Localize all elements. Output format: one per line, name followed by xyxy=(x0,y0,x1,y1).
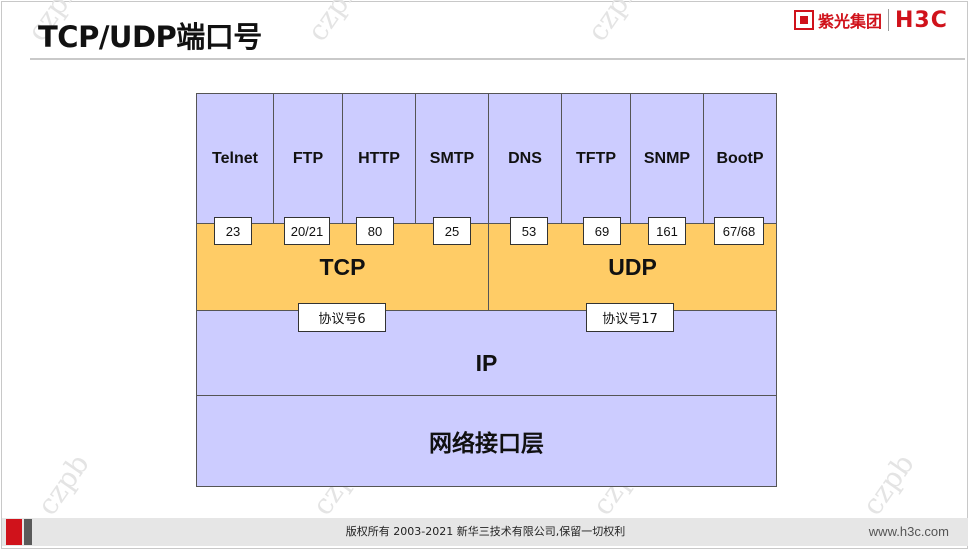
port-box: 53 xyxy=(510,217,548,245)
port-number: 80 xyxy=(367,223,383,239)
app-http: HTTP xyxy=(342,93,416,224)
port-number: 53 xyxy=(521,223,537,239)
app-smtp: SMTP xyxy=(415,93,489,224)
app-label: DNS xyxy=(508,150,542,167)
brand-name-cn: 紫光集团 xyxy=(818,12,883,31)
footer-copyright: 版权所有 2003-2021 新华三技术有限公司,保留一切权利 xyxy=(345,525,626,538)
layer-label: 网络接口层 xyxy=(429,431,544,457)
port-box: 23 xyxy=(214,217,252,245)
protocol-number: 协议号17 xyxy=(602,312,658,327)
port-box: 161 xyxy=(648,217,686,245)
app-label: SNMP xyxy=(643,150,691,167)
logo-divider xyxy=(888,9,890,31)
port-number: 20/21 xyxy=(290,223,324,239)
protocol-number-box: 协议号17 xyxy=(586,303,674,332)
port-box: 80 xyxy=(356,217,394,245)
footer-bar xyxy=(2,518,968,546)
app-label: FTP xyxy=(292,150,324,167)
app-label: BootP xyxy=(716,150,764,167)
app-bootp: BootP xyxy=(703,93,777,224)
port-box: 20/21 xyxy=(284,217,330,245)
footer-accent-red xyxy=(6,519,22,545)
app-label: HTTP xyxy=(358,150,400,167)
port-number: 69 xyxy=(594,223,610,239)
brand-name-h3c: H3C xyxy=(895,7,948,33)
footer-url: www.h3c.com xyxy=(868,524,949,539)
app-snmp: SNMP xyxy=(630,93,704,224)
protocol-number: 协议号6 xyxy=(318,312,366,327)
brand-logo: 紫光集团 H3C xyxy=(794,7,948,33)
app-telnet: Telnet xyxy=(196,93,274,224)
port-box: 69 xyxy=(583,217,621,245)
app-ftp: FTP xyxy=(273,93,343,224)
port-box: 25 xyxy=(433,217,471,245)
app-dns: DNS xyxy=(488,93,562,224)
layer-label: UDP xyxy=(608,254,657,280)
layer-label: TCP xyxy=(319,254,366,280)
layer-label: IP xyxy=(475,349,498,376)
port-number: 67/68 xyxy=(722,223,756,239)
app-label: Telnet xyxy=(212,150,258,167)
network-interface-layer: 网络接口层 xyxy=(196,395,777,487)
title-divider xyxy=(30,58,965,60)
page-title: TCP/UDP端口号 xyxy=(38,20,262,54)
port-box: 67/68 xyxy=(714,217,764,245)
port-number: 161 xyxy=(656,223,678,239)
unisplendour-logo-icon xyxy=(794,10,814,30)
ip-layer: IP xyxy=(196,310,777,396)
app-tftp: TFTP xyxy=(561,93,631,224)
protocol-stack-diagram: Telnet FTP HTTP SMTP DNS TFTP SNMP BootP… xyxy=(196,93,777,487)
protocol-number-box: 协议号6 xyxy=(298,303,386,332)
port-number: 23 xyxy=(225,223,241,239)
app-label: SMTP xyxy=(429,150,475,167)
footer-accent-dark xyxy=(24,519,32,545)
port-number: 25 xyxy=(444,223,460,239)
app-label: TFTP xyxy=(576,150,616,167)
